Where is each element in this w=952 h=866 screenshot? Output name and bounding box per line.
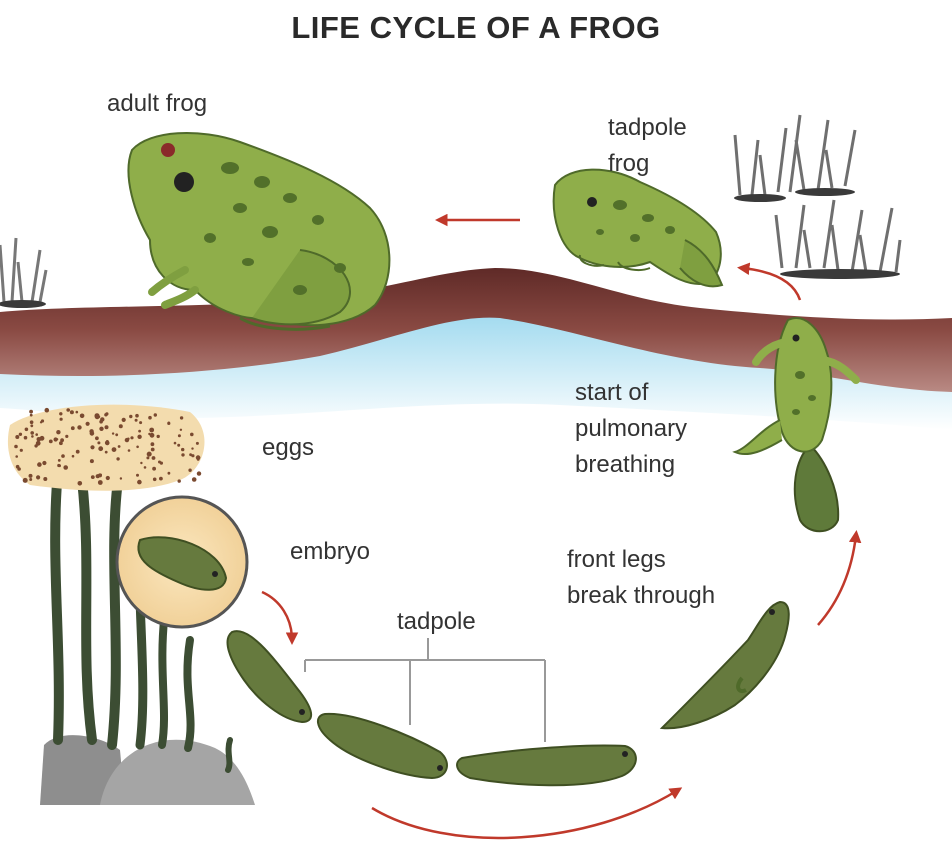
tadpole-front-legs bbox=[659, 600, 790, 730]
grass-tuft-mid-right bbox=[774, 199, 902, 273]
label-tadpole: tadpole bbox=[397, 608, 476, 635]
label-tadpole-frog: tadpole frog bbox=[608, 114, 687, 177]
soil-patches bbox=[0, 188, 900, 308]
tadpole-stage-2 bbox=[317, 712, 448, 780]
adult-frog bbox=[127, 132, 391, 331]
ground-bank bbox=[0, 268, 952, 392]
tadpole-stage-3 bbox=[456, 744, 637, 787]
grass-tuft-left bbox=[0, 237, 48, 303]
label-start-of-pulmonary-breathing: start of pulmonary breathing bbox=[575, 379, 688, 478]
diagram-title: LIFE CYCLE OF A FROG bbox=[291, 10, 661, 45]
young-frog bbox=[552, 168, 724, 288]
rocks bbox=[40, 735, 255, 805]
arrow-climbing-to-young bbox=[737, 262, 802, 301]
label-front-legs-break-through: front legs break through bbox=[567, 546, 716, 609]
water-surface bbox=[0, 298, 952, 430]
label-adult-frog: adult frog bbox=[107, 90, 208, 117]
grass-tuft-top-right bbox=[733, 114, 857, 196]
arrow-embryo-to-tadpole bbox=[261, 590, 299, 645]
embryo-illustration bbox=[115, 495, 249, 629]
label-eggs: eggs bbox=[262, 434, 315, 461]
label-embryo: embryo bbox=[290, 538, 371, 565]
egg-mass bbox=[7, 404, 205, 491]
tadpole-stage-1 bbox=[226, 630, 313, 724]
froglet-climbing bbox=[732, 317, 860, 533]
arrow-tadpoles-to-legs bbox=[371, 787, 683, 840]
arrow-legs-to-climbing bbox=[817, 530, 862, 626]
cycle-arrows bbox=[261, 213, 862, 840]
pond-weeds bbox=[50, 465, 233, 773]
tadpole-bracket bbox=[304, 638, 546, 742]
